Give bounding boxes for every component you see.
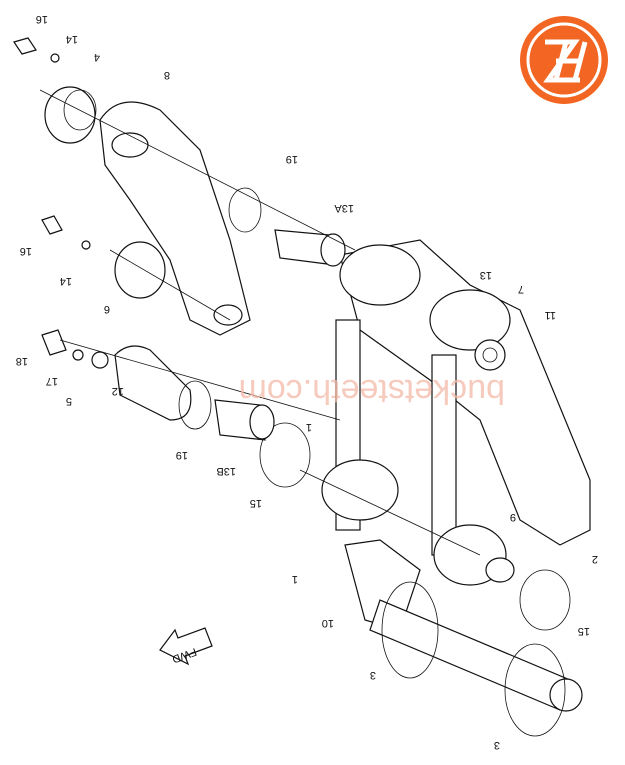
callout: 15	[250, 497, 262, 509]
plate-12	[114, 345, 192, 421]
zh-logo	[520, 16, 608, 104]
callout: 15	[578, 625, 590, 637]
callout: 16	[20, 245, 32, 257]
link-arm-7	[339, 239, 591, 546]
callout: 12	[112, 385, 124, 397]
callout: 10	[322, 617, 334, 629]
watermark: bucketsteeth.com	[239, 372, 505, 410]
washer-5	[91, 351, 109, 369]
callout: 3	[494, 739, 500, 751]
pin-3	[369, 599, 571, 711]
link-8	[99, 101, 251, 336]
callout: 1	[292, 573, 298, 585]
bearing-6	[114, 241, 166, 299]
washer-17	[72, 349, 84, 361]
bolt-16-top	[13, 37, 37, 55]
bracket-10	[344, 539, 421, 631]
boss-upper	[339, 244, 421, 306]
callout: 9	[510, 511, 516, 523]
callout: 14	[60, 275, 72, 287]
callout: 14	[66, 33, 78, 45]
callout: 3	[370, 669, 376, 681]
callout: 13B	[216, 465, 236, 477]
callout: 8	[164, 69, 170, 81]
callout: 13	[480, 269, 492, 281]
callout: 6	[104, 303, 110, 315]
callout: 17	[46, 375, 58, 387]
callout: 7	[518, 283, 524, 295]
callout: 13A	[334, 202, 354, 214]
pin-11	[474, 339, 506, 371]
callout: 19	[286, 153, 298, 165]
callout: 1	[306, 421, 312, 433]
bearing-4	[44, 86, 96, 144]
boss-lower	[321, 459, 399, 521]
boss-13	[429, 289, 511, 351]
bolt-16-mid	[41, 215, 63, 235]
callout: 4	[94, 51, 100, 63]
callout: 18	[16, 355, 28, 367]
callout: 2	[592, 553, 598, 565]
callout: 16	[36, 13, 48, 25]
callout: 11	[545, 309, 556, 321]
callout: 5	[66, 395, 72, 407]
callouts: 16 14 4 8 19 13A 16 14 6 13 7 11 18 17 5…	[16, 13, 598, 751]
fwd-arrow: FWD	[159, 627, 213, 666]
bolt-18	[41, 329, 67, 356]
callout: 19	[176, 449, 188, 461]
